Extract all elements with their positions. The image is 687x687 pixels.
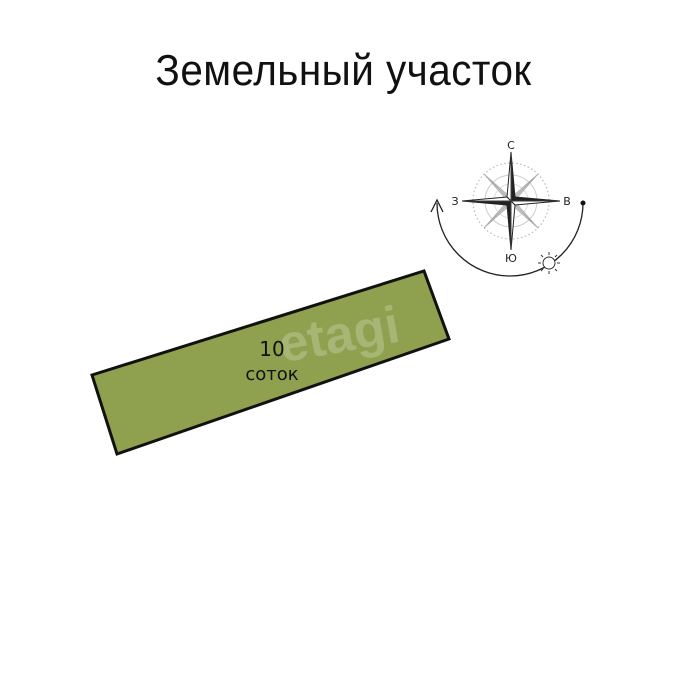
area-unit: соток	[245, 364, 298, 385]
sun-path-arc	[430, 198, 586, 277]
compass-east-label: В	[563, 195, 571, 208]
compass-north-label: С	[507, 139, 515, 152]
page-title: Земельный участок	[155, 46, 532, 95]
sunrise-dot	[580, 200, 586, 206]
land-plot	[90, 269, 451, 456]
compass-west-label: З	[451, 195, 458, 208]
compass-rose: С Ю З В	[451, 139, 570, 265]
compass-south-label: Ю	[505, 252, 517, 265]
sun-icon	[538, 252, 560, 274]
area-value: 10	[259, 337, 284, 361]
